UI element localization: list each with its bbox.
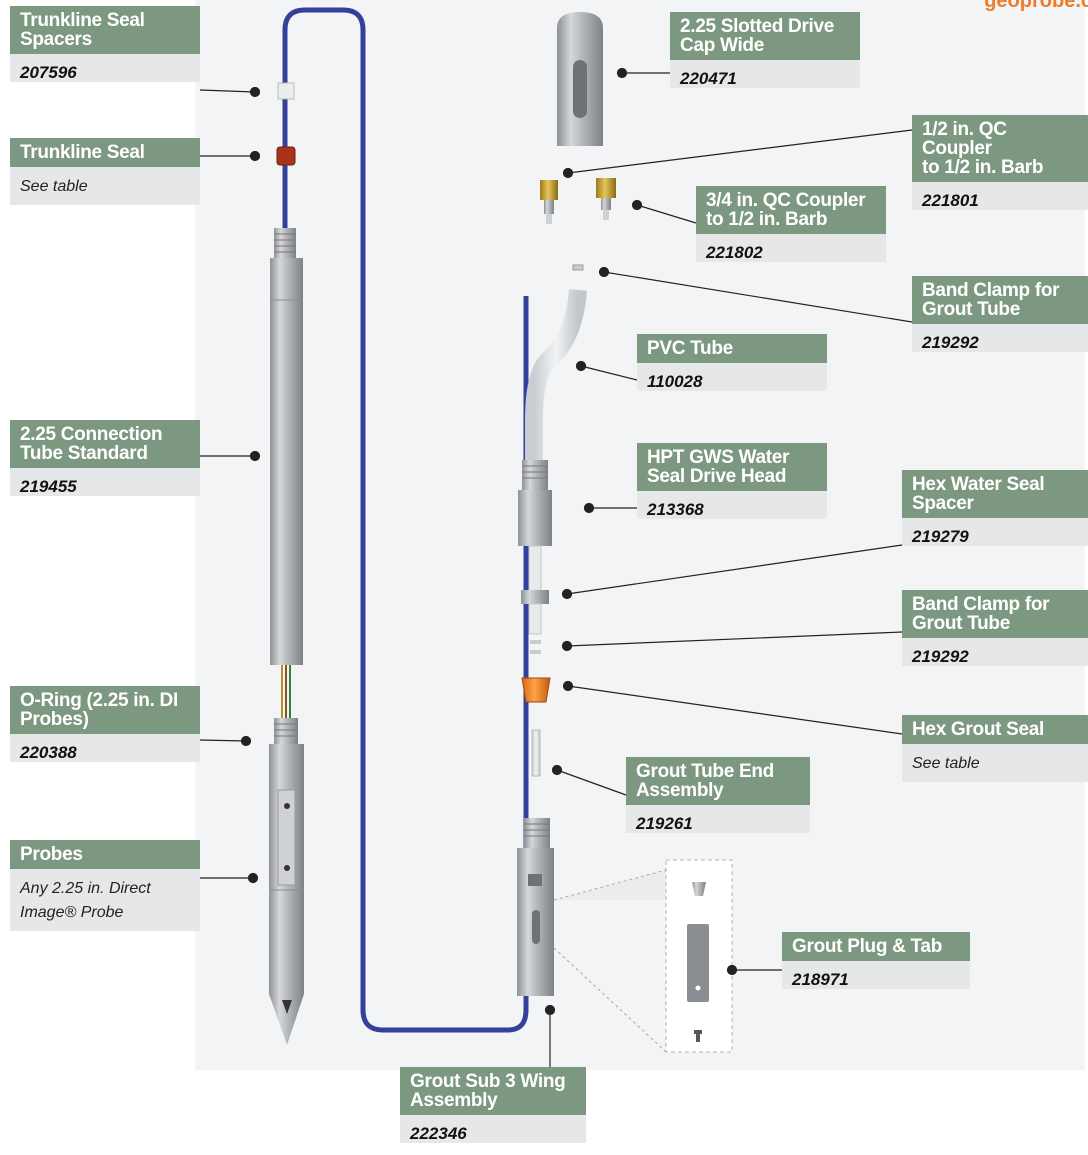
callout-part-number: 221801 — [922, 191, 979, 210]
callout-trunkline-seal: Trunkline Seal See table — [10, 138, 200, 205]
callout-part-number: 218971 — [792, 970, 849, 989]
brand-text: geoprobe.c — [984, 0, 1088, 12]
callout-title: PVC Tube — [637, 334, 827, 363]
band-clamp-2-part — [530, 640, 541, 644]
callout-title: Probes — [10, 840, 200, 869]
callout-title: Band Clamp for Grout Tube — [902, 590, 1088, 638]
drive-head-thread — [522, 460, 548, 490]
callout-note: See table — [912, 755, 980, 772]
callout-title: Hex Water Seal Spacer — [902, 470, 1088, 518]
callout-title: O-Ring (2.25 in. DI Probes) — [10, 686, 200, 734]
callout-probes: Probes Any 2.25 in. Direct Image® Probe — [10, 840, 200, 931]
callout-title: 1/2 in. QC Coupler to 1/2 in. Barb — [912, 115, 1088, 182]
callout-part-number: 219261 — [636, 814, 693, 833]
callout-title: Band Clamp for Grout Tube — [912, 276, 1088, 324]
grout-plug — [692, 882, 706, 896]
callout-title: HPT GWS Water Seal Drive Head — [637, 443, 827, 491]
spacer-part — [277, 82, 295, 100]
callout-part-number: 110028 — [647, 372, 703, 391]
callout-pvc-tube: PVC Tube 110028 — [637, 334, 827, 391]
probe-thread — [274, 718, 298, 744]
callout-part-number: 219455 — [20, 477, 77, 496]
callout-title: Grout Tube End Assembly — [626, 757, 810, 805]
conn-tube-body — [270, 258, 303, 665]
callout-hex-spacer: Hex Water Seal Spacer 219279 — [902, 470, 1088, 546]
callout-half-coupler: 1/2 in. QC Coupler to 1/2 in. Barb 22180… — [912, 115, 1088, 210]
callout-grout-plug: Grout Plug & Tab 218971 — [782, 932, 970, 989]
callout-part-number: 213368 — [647, 500, 704, 519]
conn-thread — [274, 228, 296, 258]
callout-part-number: 219292 — [922, 333, 979, 352]
callout-grout-sub: Grout Sub 3 Wing Assembly 222346 — [400, 1067, 586, 1143]
callout-hex-grout-seal: Hex Grout Seal See table — [902, 715, 1088, 782]
callout-part-number: 221802 — [706, 243, 763, 262]
seal-part — [276, 146, 296, 166]
probe-tip — [269, 994, 304, 1045]
trunkline-hose — [282, 7, 529, 1033]
hex-grout-part — [521, 677, 551, 703]
callout-part-number: 220471 — [680, 69, 737, 88]
callout-title: 2.25 Connection Tube Standard — [10, 420, 200, 468]
callout-band-clamp-2: Band Clamp for Grout Tube 219292 — [902, 590, 1088, 666]
callout-trunkline-spacers: Trunkline Seal Spacers 207596 — [10, 6, 200, 82]
callout-title: Hex Grout Seal — [902, 715, 1088, 744]
callout-title: Trunkline Seal — [10, 138, 200, 167]
hex-spacer-part — [521, 590, 549, 604]
callout-part-number: 220388 — [20, 743, 77, 762]
callout-part-number: 219292 — [912, 647, 969, 666]
callout-part-number: 222346 — [410, 1124, 467, 1143]
drive-head-body — [518, 490, 552, 546]
band-clamp-part — [572, 264, 584, 271]
coupler-half-part — [540, 180, 558, 200]
callout-note: See table — [20, 178, 88, 195]
callout-part-number: 219279 — [912, 527, 969, 546]
coupler-threeq-part — [596, 178, 616, 198]
callout-tube-end: Grout Tube End Assembly 219261 — [626, 757, 810, 833]
callout-connection-tube: 2.25 Connection Tube Standard 219455 — [10, 420, 200, 496]
callout-band-clamp-1: Band Clamp for Grout Tube 219292 — [912, 276, 1088, 352]
pvc-tube-part — [525, 289, 587, 500]
callout-threeq-coupler: 3/4 in. QC Coupler to 1/2 in. Barb 22180… — [696, 186, 886, 262]
callout-note: Any 2.25 in. Direct Image® Probe — [20, 880, 151, 921]
callout-title: 3/4 in. QC Coupler to 1/2 in. Barb — [696, 186, 886, 234]
grout-sub-thread — [524, 818, 550, 848]
grout-tab — [687, 924, 709, 1002]
callout-title: 2.25 Slotted Drive Cap Wide — [670, 12, 860, 60]
callout-title: Grout Sub 3 Wing Assembly — [400, 1067, 586, 1115]
callout-title: Grout Plug & Tab — [782, 932, 970, 961]
callout-o-ring: O-Ring (2.25 in. DI Probes) 220388 — [10, 686, 200, 762]
callout-drive-head: HPT GWS Water Seal Drive Head 213368 — [637, 443, 827, 519]
callout-part-number: 207596 — [20, 63, 77, 82]
tube-end-part — [531, 729, 541, 777]
callout-drive-cap: 2.25 Slotted Drive Cap Wide 220471 — [670, 12, 860, 88]
callout-title: Trunkline Seal Spacers — [10, 6, 200, 54]
